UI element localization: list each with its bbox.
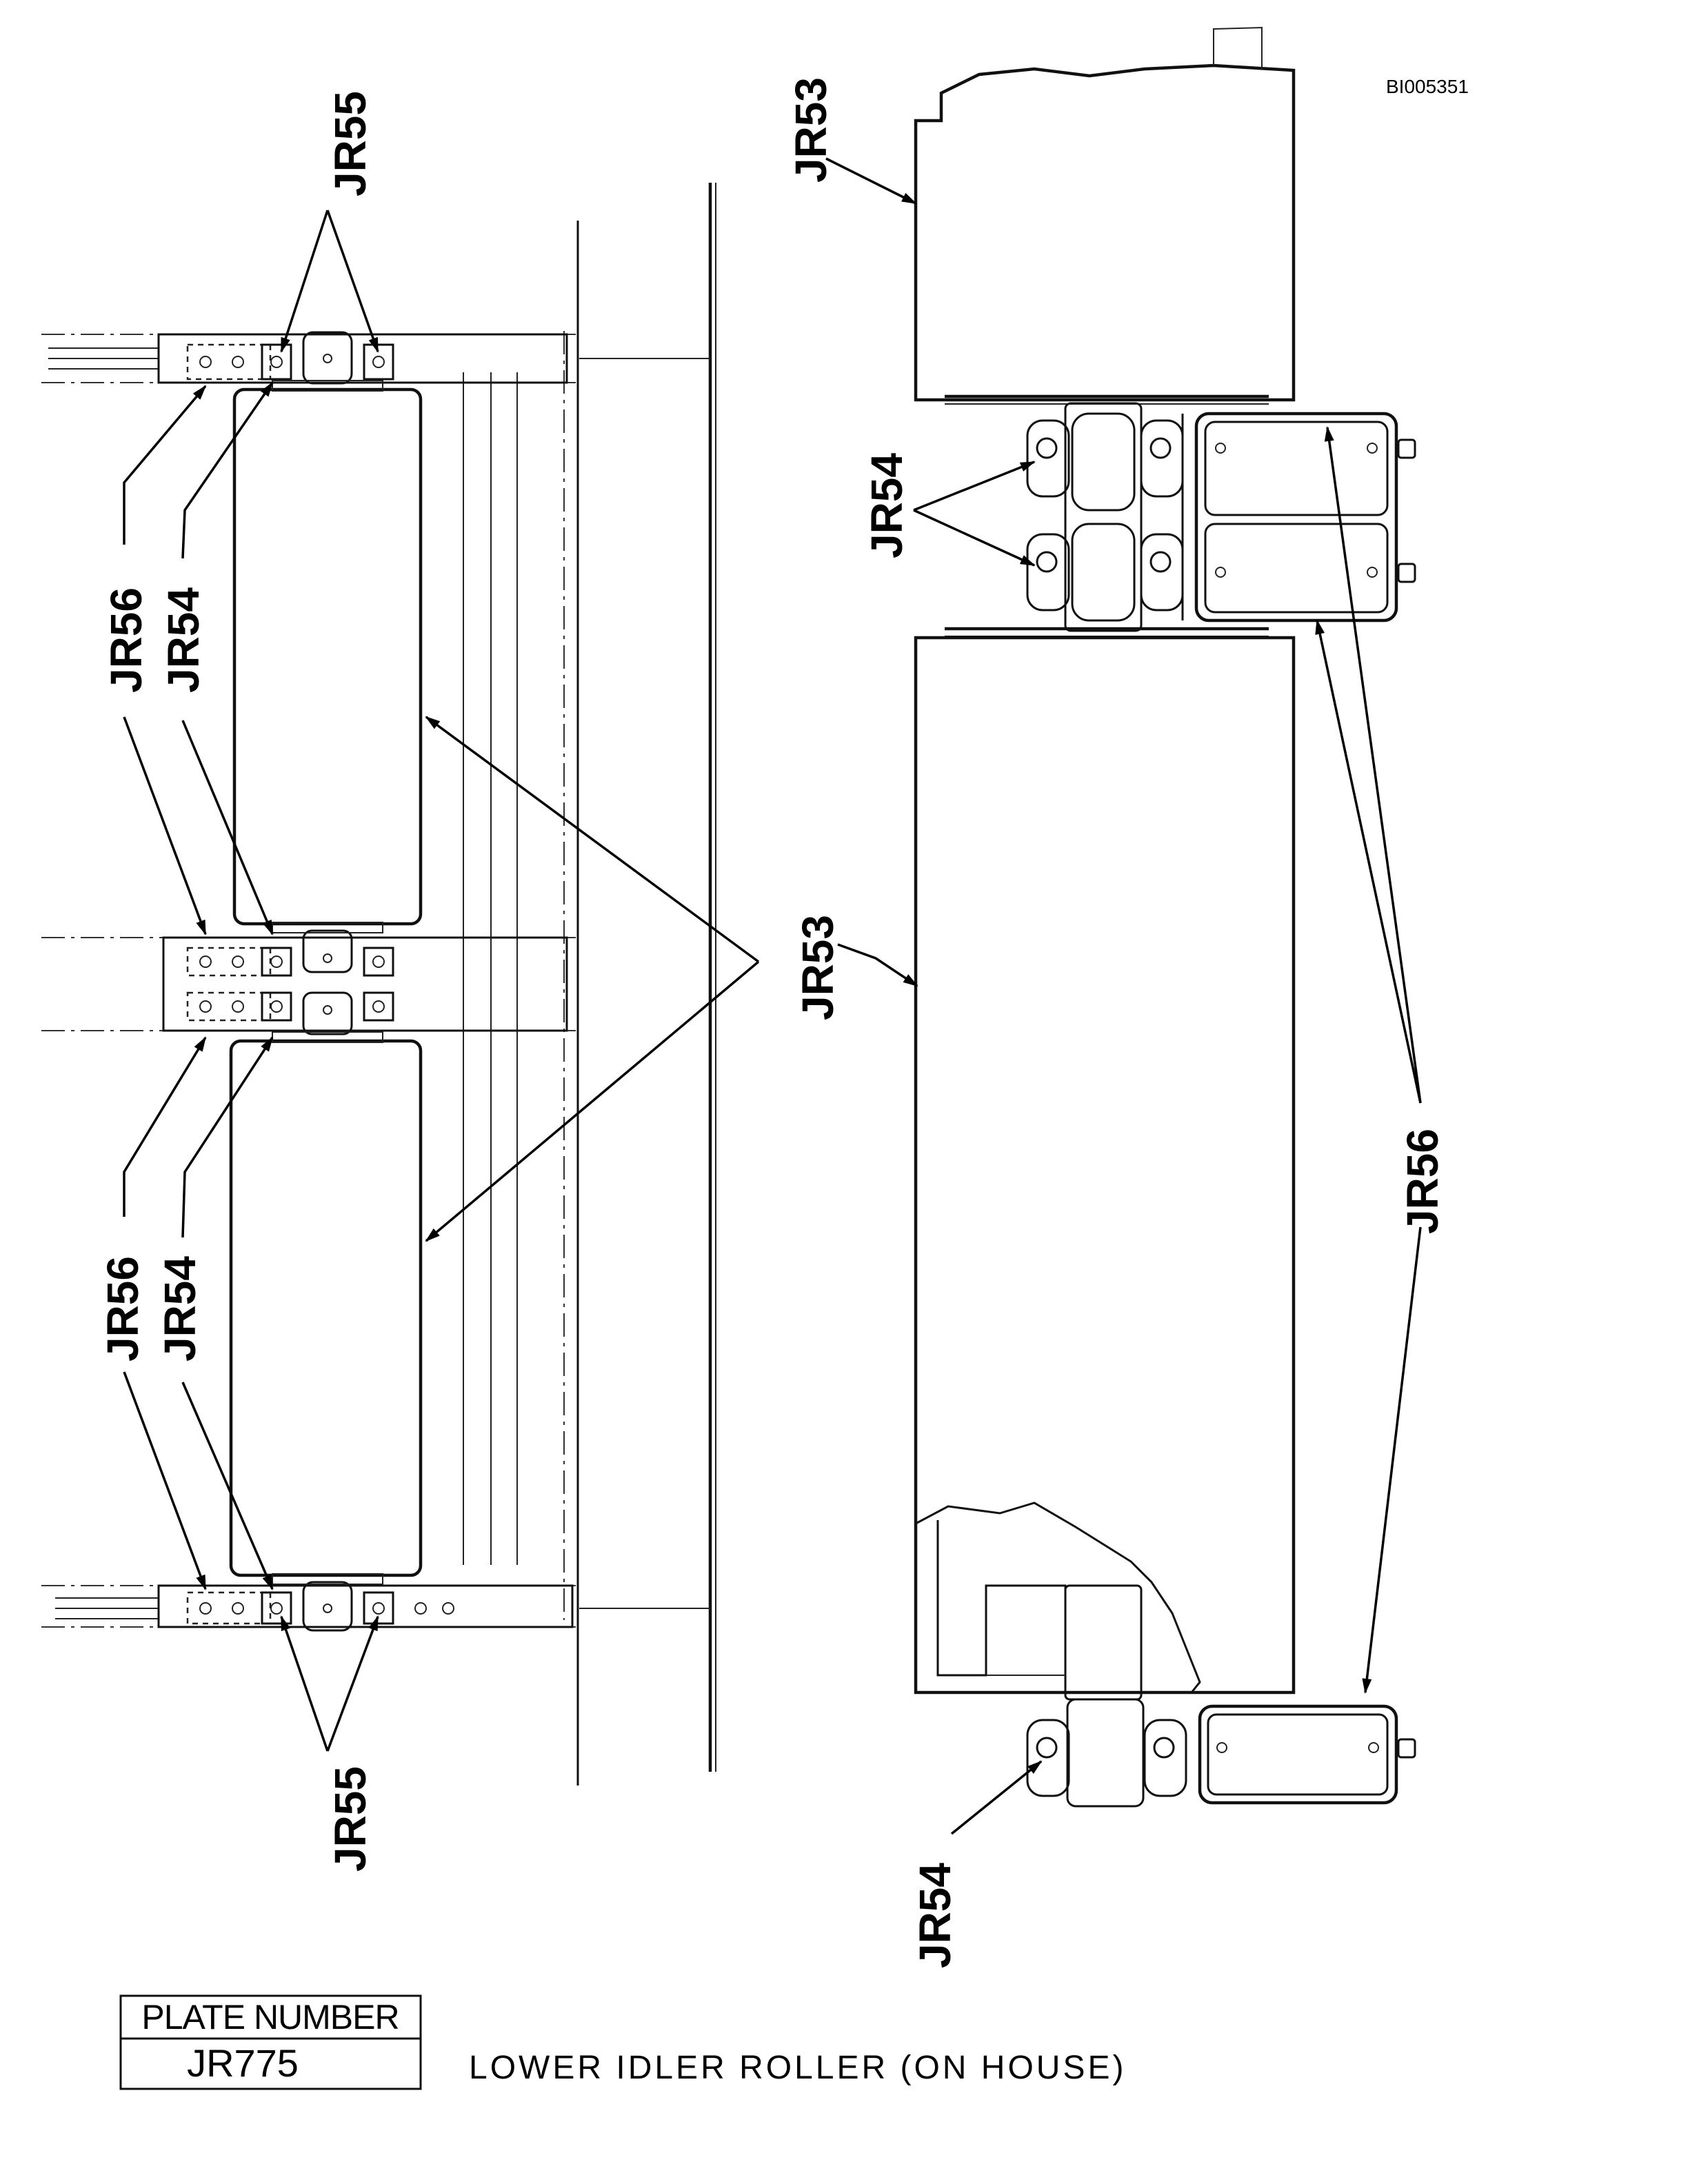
- label-jr54-right-lower: JR54: [910, 1863, 960, 1968]
- left-upper-roller: [232, 387, 423, 926]
- label-jr54-right-upper: JR54: [862, 453, 912, 558]
- callout-leaders: [123, 157, 1422, 1835]
- plate-number-value: JR775: [187, 2041, 299, 2085]
- drawing-caption: LOWER IDLER ROLLER (ON HOUSE): [469, 2050, 1126, 2086]
- label-jr53-middle: JR53: [793, 915, 843, 1020]
- right-main-roller: [914, 636, 1296, 1695]
- document-id: BI005351: [1386, 76, 1469, 97]
- right-side-view: [914, 26, 1416, 1808]
- label-jr56-upper: JR56: [101, 587, 151, 693]
- callout-labels: JR55 JR56 JR54 JR56 JR54 JR55 JR53 JR54 …: [98, 77, 1447, 1968]
- left-plan-view: [41, 183, 716, 1786]
- label-jr53-top: JR53: [786, 77, 836, 183]
- label-jr55-bottom: JR55: [325, 1766, 375, 1872]
- label-jr56-right: JR56: [1398, 1129, 1447, 1234]
- plate-number-header: PLATE NUMBER: [141, 1998, 399, 2036]
- label-jr56-lower: JR56: [98, 1256, 148, 1362]
- label-jr55-top: JR55: [325, 91, 375, 196]
- label-jr54-upper: JR54: [159, 587, 208, 693]
- plate-number-box: PLATE NUMBER JR775: [119, 1994, 422, 2090]
- label-jr54-lower: JR54: [155, 1256, 205, 1362]
- left-lower-roller: [229, 1039, 423, 1577]
